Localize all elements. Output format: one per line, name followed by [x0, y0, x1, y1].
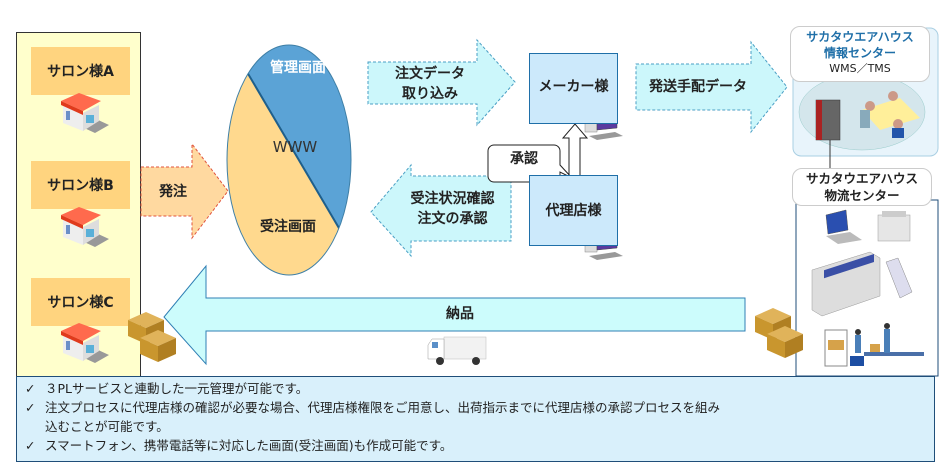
- info-center-name-line1: サカタウエアハウス: [806, 30, 914, 44]
- note-text: スマートフォン、携帯電話等に対応した画面(受注画面)も作成可能です。: [45, 438, 453, 453]
- delivery-truck-icon: [427, 336, 487, 365]
- notes-panel: ✓ ３PLサービスと連動した一元管理が可能です。 ✓ 注文プロセスに代理店様の確…: [16, 376, 935, 462]
- checkmark-icon: ✓: [25, 381, 36, 396]
- cardboard-boxes-icon: [128, 312, 176, 362]
- wms-tms-label: WMS／TMS: [829, 62, 891, 75]
- order-arrow-label: 発注: [159, 184, 187, 200]
- status-check-arrow: [370, 163, 512, 258]
- warehouse-workers-icon: [824, 323, 924, 367]
- note-item: ✓ 注文プロセスに代理店様の確認が必要な場合、代理店様権限をご用意し、出荷指示ま…: [25, 398, 926, 417]
- shipping-data-arrow: [635, 40, 788, 134]
- logistics-center-name-line1: サカタウエアハウス: [805, 171, 918, 186]
- delivery-arrow: [163, 264, 746, 366]
- logistics-center-title: サカタウエアハウス 物流センター: [792, 168, 932, 206]
- www-label: WWW: [272, 138, 318, 156]
- note-text-continuation: 込むことが可能です。: [45, 419, 169, 434]
- order-screen-label: 受注画面: [260, 219, 316, 235]
- web-ellipse: [227, 45, 351, 275]
- checkmark-icon: ✓: [25, 438, 36, 453]
- shelf-icon: [811, 251, 881, 317]
- status-check-label-line2: 注文の承認: [417, 211, 488, 227]
- order-data-arrow: [367, 38, 516, 127]
- note-item: ✓ スマートフォン、携帯電話等に対応した画面(受注画面)も作成可能です。: [25, 436, 926, 455]
- note-text: 注文プロセスに代理店様の確認が必要な場合、代理店様権限をご用意し、出荷指示までに…: [45, 400, 721, 415]
- note-text: ３PLサービスと連動した一元管理が可能です。: [45, 381, 309, 396]
- handheld-scanner-icon: [885, 257, 913, 299]
- note-item: ✓ ３PLサービスと連動した一元管理が可能です。: [25, 379, 926, 398]
- info-center-title: サカタウエアハウス 情報センター WMS／TMS: [790, 26, 930, 82]
- salon-label-b: サロン様B: [31, 161, 130, 209]
- shipping-data-label: 発送手配データ: [649, 79, 747, 95]
- shop-icon: [61, 207, 109, 247]
- checkmark-icon: ✓: [25, 400, 36, 415]
- server-icon: [815, 99, 841, 141]
- shop-icon: [61, 93, 109, 133]
- shop-icon: [61, 323, 109, 363]
- order-data-label-line2: 取り込み: [402, 86, 458, 102]
- salon-label-c: サロン様C: [31, 278, 130, 326]
- status-check-label-line1: 受注状況確認: [410, 191, 495, 207]
- admin-screen-label: 管理画面: [270, 60, 326, 76]
- salon-label-a: サロン様A: [31, 47, 130, 95]
- printer-icon: [877, 211, 911, 242]
- cardboard-boxes-icon: [755, 308, 803, 358]
- info-center-name-line2: 情報センター: [823, 46, 896, 60]
- order-data-label-line1: 注文データ: [395, 66, 465, 82]
- delivery-label: 納品: [446, 306, 474, 322]
- agent-box: [529, 175, 618, 246]
- logistics-center-name-line2: 物流センター: [824, 188, 900, 203]
- agent-label: 代理店様: [545, 203, 602, 219]
- approval-callout-label: 承認: [510, 151, 538, 167]
- meeting-people-icon: [860, 91, 920, 138]
- maker-box: [529, 53, 618, 124]
- laptop-icon: [825, 209, 862, 244]
- salon-panel: サロン様A サロン様B サロン様C: [16, 32, 141, 378]
- order-arrow: [140, 142, 229, 240]
- maker-label: メーカー様: [538, 79, 609, 95]
